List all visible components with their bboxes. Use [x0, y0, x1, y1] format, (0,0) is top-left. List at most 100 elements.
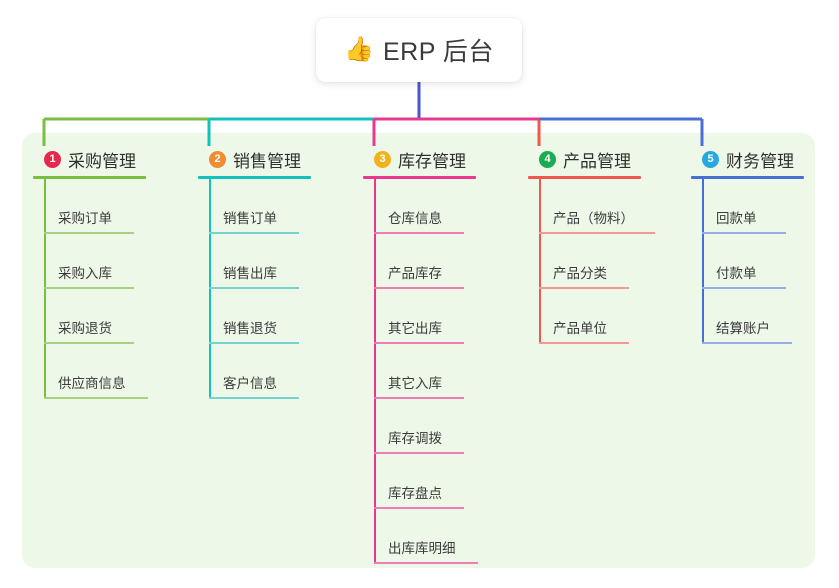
leaf-item-label: 库存盘点 — [388, 486, 442, 501]
leaf-item-label: 其它入库 — [388, 376, 442, 391]
leaf-item-label: 供应商信息 — [58, 376, 126, 391]
branch-index-badge: 2 — [209, 150, 226, 168]
branch-leaf-list: 回款单付款单结算账户 — [691, 179, 804, 344]
branch-column-1: 1 采购管理采购订单采购入库采购退货供应商信息 — [33, 146, 148, 399]
leaf-item-label: 产品分类 — [553, 266, 607, 281]
leaf-item-underline — [702, 232, 786, 234]
branch-title: 销售管理 — [233, 151, 301, 171]
leaf-item-underline — [539, 232, 655, 234]
leaf-item-underline — [539, 287, 629, 289]
branch-spine — [374, 179, 376, 564]
branch-index-badge: 4 — [539, 150, 556, 168]
leaf-item-underline — [374, 397, 464, 399]
branch-header-5[interactable]: 5 财务管理 — [691, 146, 804, 172]
leaf-item[interactable]: 仓库信息 — [374, 179, 476, 234]
leaf-item[interactable]: 产品库存 — [374, 234, 476, 289]
leaf-item-label: 付款单 — [716, 266, 757, 281]
leaf-item-underline — [209, 232, 299, 234]
leaf-item-underline — [374, 562, 478, 564]
leaf-item[interactable]: 销售订单 — [209, 179, 311, 234]
branch-column-4: 4 产品管理产品（物料） 产品分类产品单位 — [528, 146, 655, 344]
branch-column-2: 2 销售管理销售订单销售出库销售退货客户信息 — [198, 146, 311, 399]
leaf-item-label: 产品单位 — [553, 321, 607, 336]
leaf-item-underline — [44, 342, 134, 344]
branch-spine — [539, 179, 541, 344]
leaf-item-label: 回款单 — [716, 211, 757, 226]
leaf-item-label: 其它出库 — [388, 321, 442, 336]
leaf-item-underline — [374, 342, 464, 344]
branch-index-badge: 3 — [374, 150, 391, 168]
leaf-item-underline — [209, 397, 299, 399]
leaf-item-underline — [374, 452, 464, 454]
leaf-item[interactable]: 库存盘点 — [374, 454, 476, 509]
branch-underline-bar — [691, 176, 804, 179]
branch-index-badge: 5 — [702, 150, 719, 168]
branches-background-panel — [22, 133, 815, 568]
thumbs-up-icon: 👍 — [344, 36, 374, 63]
leaf-item-underline — [374, 507, 464, 509]
branch-leaf-list: 仓库信息产品库存其它出库其它入库库存调拨库存盘点出库库明细 — [363, 179, 478, 564]
leaf-item-label: 销售订单 — [223, 211, 277, 226]
leaf-item[interactable]: 销售出库 — [209, 234, 311, 289]
branch-spine — [702, 179, 704, 344]
leaf-item-label: 采购订单 — [58, 211, 112, 226]
branch-leaf-list: 产品（物料） 产品分类产品单位 — [528, 179, 655, 344]
branch-leaf-list: 销售订单销售出库销售退货客户信息 — [198, 179, 311, 399]
branch-column-5: 5 财务管理回款单付款单结算账户 — [691, 146, 804, 344]
leaf-item-underline — [44, 397, 148, 399]
leaf-item-label: 结算账户 — [716, 321, 770, 336]
root-node-title: ERP 后台 — [382, 38, 494, 66]
leaf-item[interactable]: 采购退货 — [44, 289, 146, 344]
branch-header-2[interactable]: 2 销售管理 — [198, 146, 311, 172]
leaf-item-label: 销售退货 — [223, 321, 277, 336]
leaf-item-underline — [702, 287, 786, 289]
leaf-item[interactable]: 出库库明细 — [374, 509, 478, 564]
branch-header-4[interactable]: 4 产品管理 — [528, 146, 641, 172]
branch-underline-bar — [33, 176, 146, 179]
root-node-erp-backend[interactable]: 👍 ERP 后台 — [316, 18, 522, 82]
leaf-item-label: 客户信息 — [223, 376, 277, 391]
leaf-item[interactable]: 销售退货 — [209, 289, 311, 344]
branch-spine — [44, 179, 46, 399]
branch-index-badge: 1 — [44, 150, 61, 168]
leaf-item-underline — [44, 287, 134, 289]
leaf-item[interactable]: 回款单 — [702, 179, 804, 234]
leaf-item[interactable]: 付款单 — [702, 234, 804, 289]
branch-title: 财务管理 — [726, 151, 794, 171]
branch-underline-bar — [528, 176, 641, 179]
leaf-item[interactable]: 其它出库 — [374, 289, 476, 344]
leaf-item-underline — [702, 342, 792, 344]
leaf-item-label: 库存调拨 — [388, 431, 442, 446]
leaf-item[interactable]: 其它入库 — [374, 344, 476, 399]
leaf-item[interactable]: 产品单位 — [539, 289, 641, 344]
branch-title: 采购管理 — [68, 151, 136, 171]
leaf-item[interactable]: 客户信息 — [209, 344, 311, 399]
branch-title: 产品管理 — [563, 151, 631, 171]
leaf-item[interactable]: 结算账户 — [702, 289, 804, 344]
leaf-item-label: 采购退货 — [58, 321, 112, 336]
leaf-item[interactable]: 采购入库 — [44, 234, 146, 289]
leaf-item-label: 采购入库 — [58, 266, 112, 281]
leaf-item[interactable]: 采购订单 — [44, 179, 146, 234]
leaf-item[interactable]: 库存调拨 — [374, 399, 476, 454]
branch-leaf-list: 采购订单采购入库采购退货供应商信息 — [33, 179, 148, 399]
leaf-item-label: 出库库明细 — [388, 541, 456, 556]
branch-underline-bar — [363, 176, 476, 179]
branch-spine — [209, 179, 211, 399]
branch-underline-bar — [198, 176, 311, 179]
leaf-item-label: 产品（物料） — [553, 211, 634, 226]
leaf-item-underline — [209, 342, 299, 344]
leaf-item-underline — [374, 287, 464, 289]
leaf-item-underline — [209, 287, 299, 289]
leaf-item-underline — [44, 232, 134, 234]
leaf-item[interactable]: 产品（物料） — [539, 179, 655, 234]
leaf-item[interactable]: 产品分类 — [539, 234, 641, 289]
leaf-item[interactable]: 供应商信息 — [44, 344, 148, 399]
branch-header-1[interactable]: 1 采购管理 — [33, 146, 146, 172]
leaf-item-label: 销售出库 — [223, 266, 277, 281]
leaf-item-label: 产品库存 — [388, 266, 442, 281]
